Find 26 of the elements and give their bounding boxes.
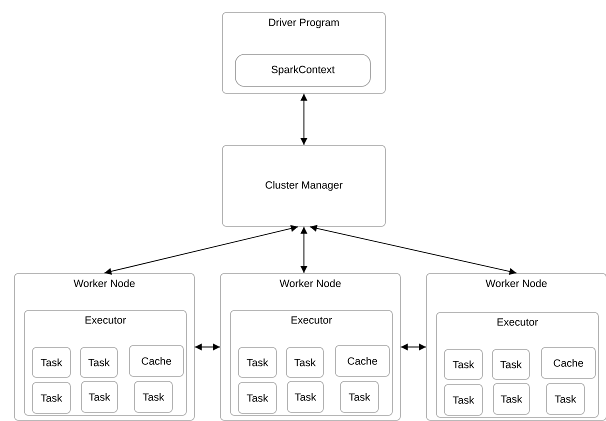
arrow (309, 224, 517, 275)
process-box: Cache (335, 345, 390, 377)
process-box: Task (238, 382, 277, 414)
process-box: Task (238, 347, 277, 378)
process-box: Task (492, 349, 530, 380)
arrow (300, 226, 308, 274)
rounded-pill: SparkContext (235, 54, 371, 87)
arrow (300, 93, 308, 146)
process-box: Task (32, 382, 71, 414)
arrow (400, 344, 426, 350)
process-box: Task (546, 383, 585, 415)
process-box: Task (444, 349, 483, 380)
arrow (104, 225, 298, 275)
process-box: Task (32, 347, 71, 378)
process-box: Task (340, 381, 379, 413)
process-box: Cluster Manager (222, 145, 386, 227)
process-box: Task (287, 381, 324, 413)
process-box: Cache (129, 345, 184, 377)
process-box: Task (444, 384, 483, 416)
process-box: Task (134, 381, 173, 413)
arrow (194, 344, 220, 350)
process-box: Task (80, 347, 118, 378)
process-box: Task (493, 383, 530, 415)
process-box: Task (286, 347, 324, 378)
process-box: Task (81, 381, 118, 413)
process-box: Cache (541, 347, 596, 379)
